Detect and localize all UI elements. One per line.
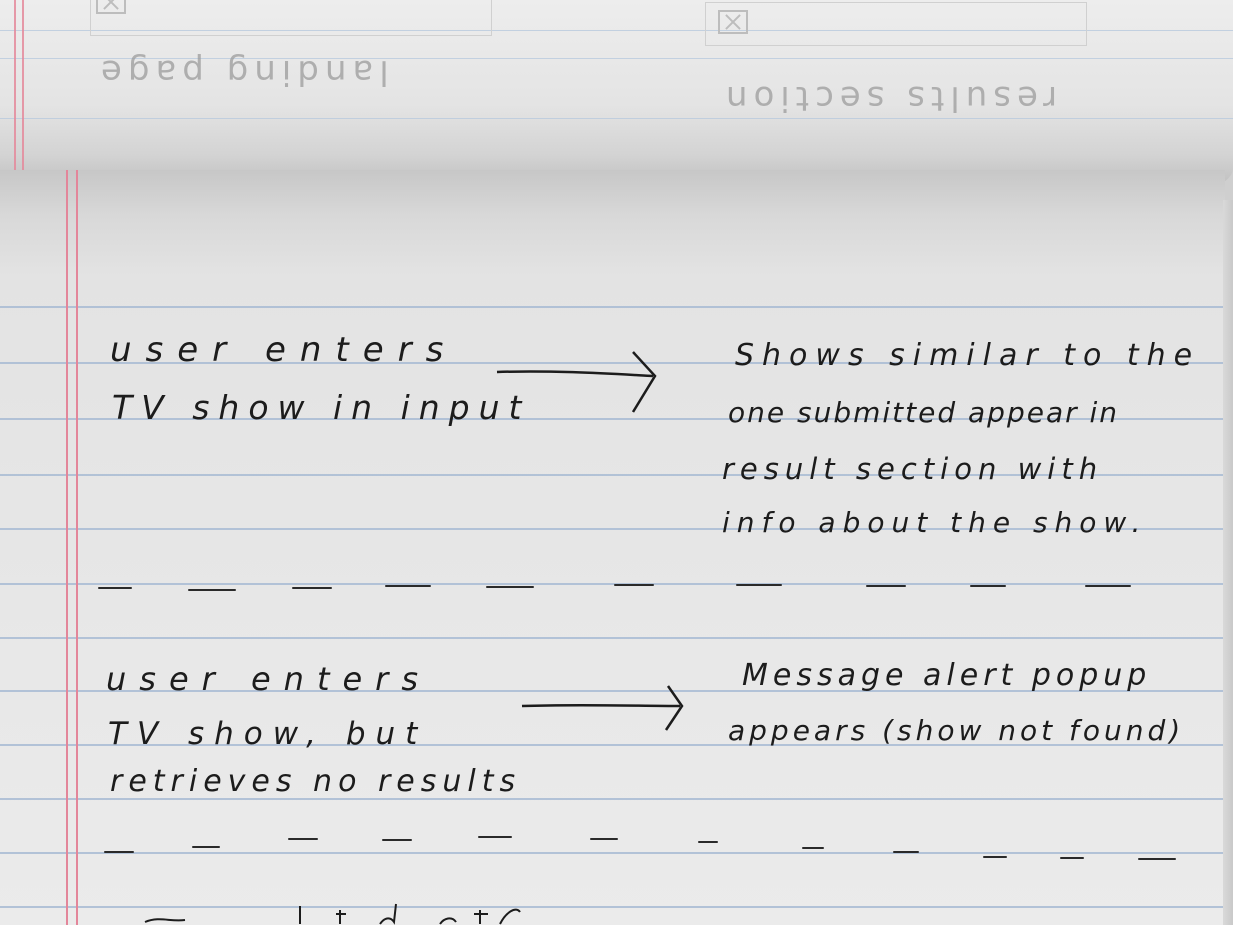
separator-dash <box>698 841 718 843</box>
back-page-mirrored-text: landing page <box>95 52 389 92</box>
separator-dash <box>866 585 906 587</box>
back-page-checkbox-icon <box>96 0 126 14</box>
back-page-margin-line <box>22 0 24 170</box>
separator-dash <box>983 856 1007 858</box>
back-page-box <box>90 0 492 36</box>
row2-input-line2: TV show, but <box>108 716 428 752</box>
separator-dash <box>188 589 236 591</box>
separator-dash <box>893 851 919 853</box>
separator-dash <box>288 838 318 840</box>
separator-dash <box>736 584 782 586</box>
ruled-line <box>0 583 1225 585</box>
separator-dash <box>292 587 332 589</box>
arrow-icon <box>496 351 657 413</box>
row1-output-line3: result section with <box>722 452 1104 486</box>
back-page-margin-line <box>14 0 16 170</box>
ruled-line <box>0 798 1225 800</box>
ruled-line <box>0 690 1225 692</box>
ruled-line <box>0 418 1225 420</box>
row1-output-line4: info about the show. <box>722 506 1148 539</box>
back-page-box <box>705 2 1087 46</box>
ruled-line <box>0 744 1225 746</box>
row2-output-line2: appears (show not found) <box>728 714 1185 747</box>
row1-output-line2: one submitted appear in <box>728 396 1120 429</box>
page-edge <box>1223 200 1233 925</box>
ruled-line <box>0 474 1225 476</box>
separator-dash <box>1085 585 1131 587</box>
separator-dash <box>802 847 824 849</box>
back-page-rule <box>0 30 1233 31</box>
back-page-rule <box>0 118 1233 119</box>
separator-dash <box>192 846 220 848</box>
back-page-rule <box>0 58 1233 59</box>
ruled-line <box>0 306 1225 308</box>
row2-output-line1: Message alert popup <box>742 658 1152 693</box>
ruled-line <box>0 362 1225 364</box>
flipped-back-page: landing page results section <box>0 0 1233 190</box>
cut-off-handwriting <box>144 903 521 925</box>
separator-dash <box>385 585 431 587</box>
margin-line <box>76 170 78 925</box>
separator-dash <box>382 839 412 841</box>
ruled-line <box>0 528 1225 530</box>
separator-dash <box>1138 858 1176 860</box>
arrow-icon <box>521 685 684 731</box>
ruled-line <box>0 637 1225 639</box>
back-page-checkbox-icon <box>718 10 748 34</box>
separator-dash <box>614 584 654 586</box>
back-page-mirrored-text: results section <box>720 78 1058 118</box>
notebook-page <box>0 170 1225 925</box>
separator-dash <box>1060 857 1084 859</box>
separator-dash <box>486 586 534 588</box>
row1-input-line1: user enters <box>110 330 458 370</box>
separator-dash <box>104 851 134 853</box>
ruled-line <box>0 906 1225 908</box>
ruled-line <box>0 852 1225 854</box>
separator-dash <box>478 836 512 838</box>
row1-output-line1: Shows similar to the <box>735 338 1201 373</box>
row2-input-line3: retrieves no results <box>110 764 522 799</box>
separator-dash <box>98 587 132 589</box>
row2-input-line1: user enters <box>106 660 431 698</box>
margin-line <box>66 170 68 925</box>
separator-dash <box>970 585 1006 587</box>
separator-dash <box>590 838 618 840</box>
row1-input-line2: TV show in input <box>112 388 531 427</box>
